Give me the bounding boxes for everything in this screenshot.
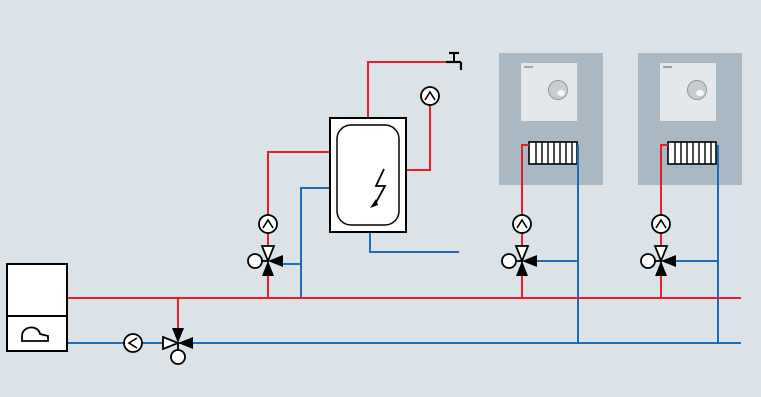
three-way-mixing-valve-icon (162, 328, 193, 365)
room-unit-1 (499, 53, 603, 185)
circulation-pump-icon (123, 333, 143, 353)
return-pipes (67, 145, 741, 344)
circulation-pump-icon (512, 214, 532, 234)
lightning-bolt-icon (370, 168, 387, 208)
hot-water-outlet (367, 61, 446, 118)
circulation-pump-icon (420, 86, 440, 106)
hot-water-tank-icon (329, 117, 407, 233)
room-thermostat-icon (660, 63, 716, 121)
room-thermostat-icon (521, 63, 577, 121)
radiator-icon (524, 141, 578, 165)
circulation-pump-icon (258, 214, 278, 234)
boiler-icon (6, 263, 68, 352)
three-way-mixing-valve-icon (640, 245, 676, 276)
hot-water-return (406, 96, 431, 171)
water-tap-icon (446, 51, 463, 70)
three-way-mixing-valve-icon (501, 245, 537, 276)
radiator-icon (663, 141, 717, 165)
room-unit-2 (638, 53, 742, 185)
tank-outlet-pipe (369, 231, 459, 253)
circulation-pump-icon (651, 214, 671, 234)
flame-icon (21, 326, 49, 342)
three-way-mixing-valve-icon (247, 245, 283, 276)
